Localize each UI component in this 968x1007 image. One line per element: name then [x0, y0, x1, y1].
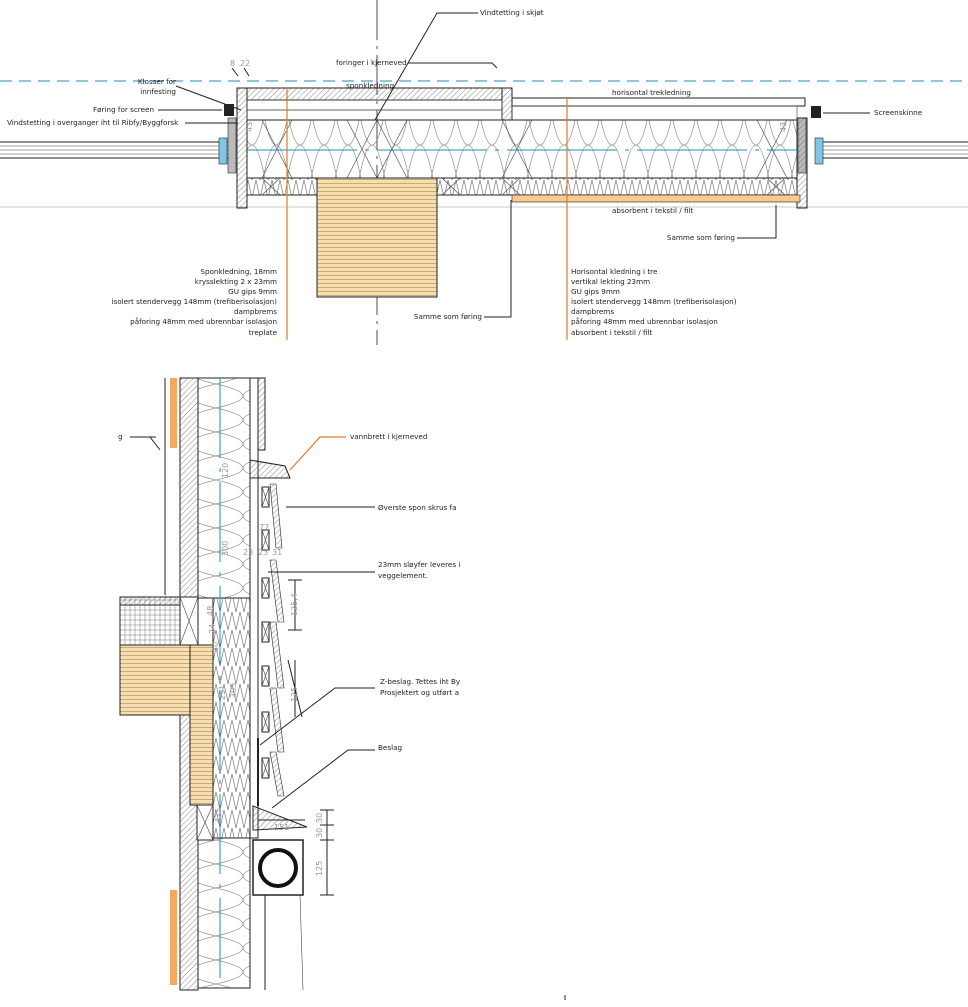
label-beslag: Beslag	[378, 743, 402, 752]
label-klosser-1: Klosser for	[138, 77, 176, 86]
end-post-right	[796, 117, 808, 209]
dim-22: 22	[240, 59, 250, 68]
dim-text: 425	[214, 808, 223, 823]
window-left	[0, 104, 237, 174]
leader-vannbrett	[289, 436, 346, 471]
joint-post	[501, 87, 513, 121]
absorbent-strip	[511, 194, 801, 203]
dim-text: 251	[218, 685, 227, 700]
dim-8: 8	[230, 59, 235, 68]
right-layer-list: Horisontal kledning i tre vertikal lekti…	[571, 267, 737, 337]
label-horisontal-trekledning: horisontal trekledning	[612, 88, 691, 97]
insulation-band	[246, 119, 798, 179]
flashing	[252, 805, 308, 831]
layer-text: GU gips 9mm	[571, 287, 620, 296]
label-klosser-2: innfesting	[140, 87, 176, 96]
label-samme-som-foring-right: Samme som føring	[667, 233, 735, 242]
stud-crosses	[261, 119, 788, 196]
dim-text: 23	[243, 548, 253, 557]
plan-detail: Vindtetting i skjøt 8 22 foringer i kjer…	[0, 0, 968, 345]
layer-text: isolert stendervegg 148mm (trefiberisola…	[571, 297, 737, 306]
dim-43-left: 43	[245, 122, 254, 132]
dim-text: 30	[211, 642, 220, 652]
insulation-upper	[197, 377, 251, 599]
layer-text: Sponkledning, 18mm	[200, 267, 277, 276]
dim-43-right: 43	[779, 122, 788, 132]
label-zbeslag-1: Z-beslag. Tettes iht By	[380, 677, 461, 686]
dim-text: 305	[229, 683, 238, 698]
screen-rail-right	[811, 106, 821, 118]
dim-text: 120	[221, 463, 230, 478]
glulam-column	[316, 177, 438, 298]
left-layer-list: Sponkledning, 18mm krysslekting 2 x 23mm…	[111, 267, 277, 337]
insulation-mid	[212, 597, 251, 839]
horizontal-cladding	[511, 97, 806, 107]
label-screenskinne: Screenskinne	[874, 108, 923, 117]
dim-text: 31	[272, 548, 282, 557]
label-overste-spon: Øverste spon skrus fa	[378, 503, 456, 512]
label-foring-screen: Føring for screen	[93, 105, 154, 114]
dim-text: 48	[206, 606, 215, 616]
dim-text: 151	[274, 823, 289, 832]
dim-text: 125	[315, 861, 324, 876]
layer-text: påforing 48mm med ubrennbar isolasjon	[130, 317, 277, 326]
dim-text: 77	[259, 523, 269, 532]
label-sponkledning: sponkledning	[346, 81, 394, 90]
shingles	[269, 483, 285, 797]
dim-text: 125	[290, 687, 299, 702]
wood-post	[189, 644, 214, 806]
battens-section	[261, 486, 270, 779]
end-post-left	[236, 87, 248, 209]
dim-text: 30	[315, 828, 324, 838]
layer-text: absorbent i tekstil / filt	[571, 328, 652, 337]
screen-guide-left	[224, 104, 234, 116]
label-zbeslag-2: Prosjektert og utført a	[380, 688, 459, 697]
layer-text: GU gips 9mm	[228, 287, 277, 296]
label-g: g	[118, 432, 123, 441]
section-leaders	[130, 436, 375, 896]
layer-text: Horisontal kledning i tre	[571, 267, 658, 276]
dim-text: 23	[258, 548, 268, 557]
label-sloyfer-2: veggelement.	[378, 571, 428, 580]
orange-strip-bottom	[170, 890, 177, 985]
leader-lines	[158, 12, 870, 318]
orange-strip-top	[170, 378, 177, 448]
layer-text: treplate	[249, 328, 278, 337]
layer-text: isolert stendervegg 148mm (trefiberisola…	[111, 297, 277, 306]
label-vindtetting-skjot: Vindtetting i skjøt	[480, 8, 544, 17]
label-vannbrett: vannbrett i kjerneved	[350, 432, 427, 441]
label-samme-som-foring-mid: Samme som føring	[414, 312, 482, 321]
dim-text: 300	[221, 541, 230, 556]
dim-text: 125,4	[290, 593, 299, 616]
gypsum-board	[249, 377, 259, 839]
label-foringer: foringer i kjerneved	[336, 58, 407, 67]
label-absorbent: absorbent i tekstil / filt	[612, 206, 693, 215]
section-dimensions: 120 77 300 23 23 31 125,4 48 24 30 251 3…	[206, 463, 324, 876]
label-vindstetting: Vindstetting i overganger iht til Ribfy/…	[7, 118, 179, 127]
layer-text: dampbrems	[234, 307, 277, 316]
label-sloyfer-1: 23mm sløyfer leveres i	[378, 560, 460, 569]
layer-text: krysslekting 2 x 23mm	[195, 277, 277, 286]
layer-text: påforing 48mm med ubrennbar isolasjon	[571, 317, 718, 326]
insulation-lower	[197, 837, 251, 989]
water-sill	[249, 459, 291, 479]
layer-text: vertikal lekting 23mm	[571, 277, 650, 286]
outer-lining-upper	[179, 377, 199, 599]
screen-roll-icon	[258, 848, 298, 888]
vertical-section: g vannbrett i kjerneved Øverste spon skr…	[118, 377, 566, 1000]
layer-text: dampbrems	[571, 307, 614, 316]
dim-text: 30	[315, 813, 324, 823]
dim-text: 24	[208, 624, 217, 634]
